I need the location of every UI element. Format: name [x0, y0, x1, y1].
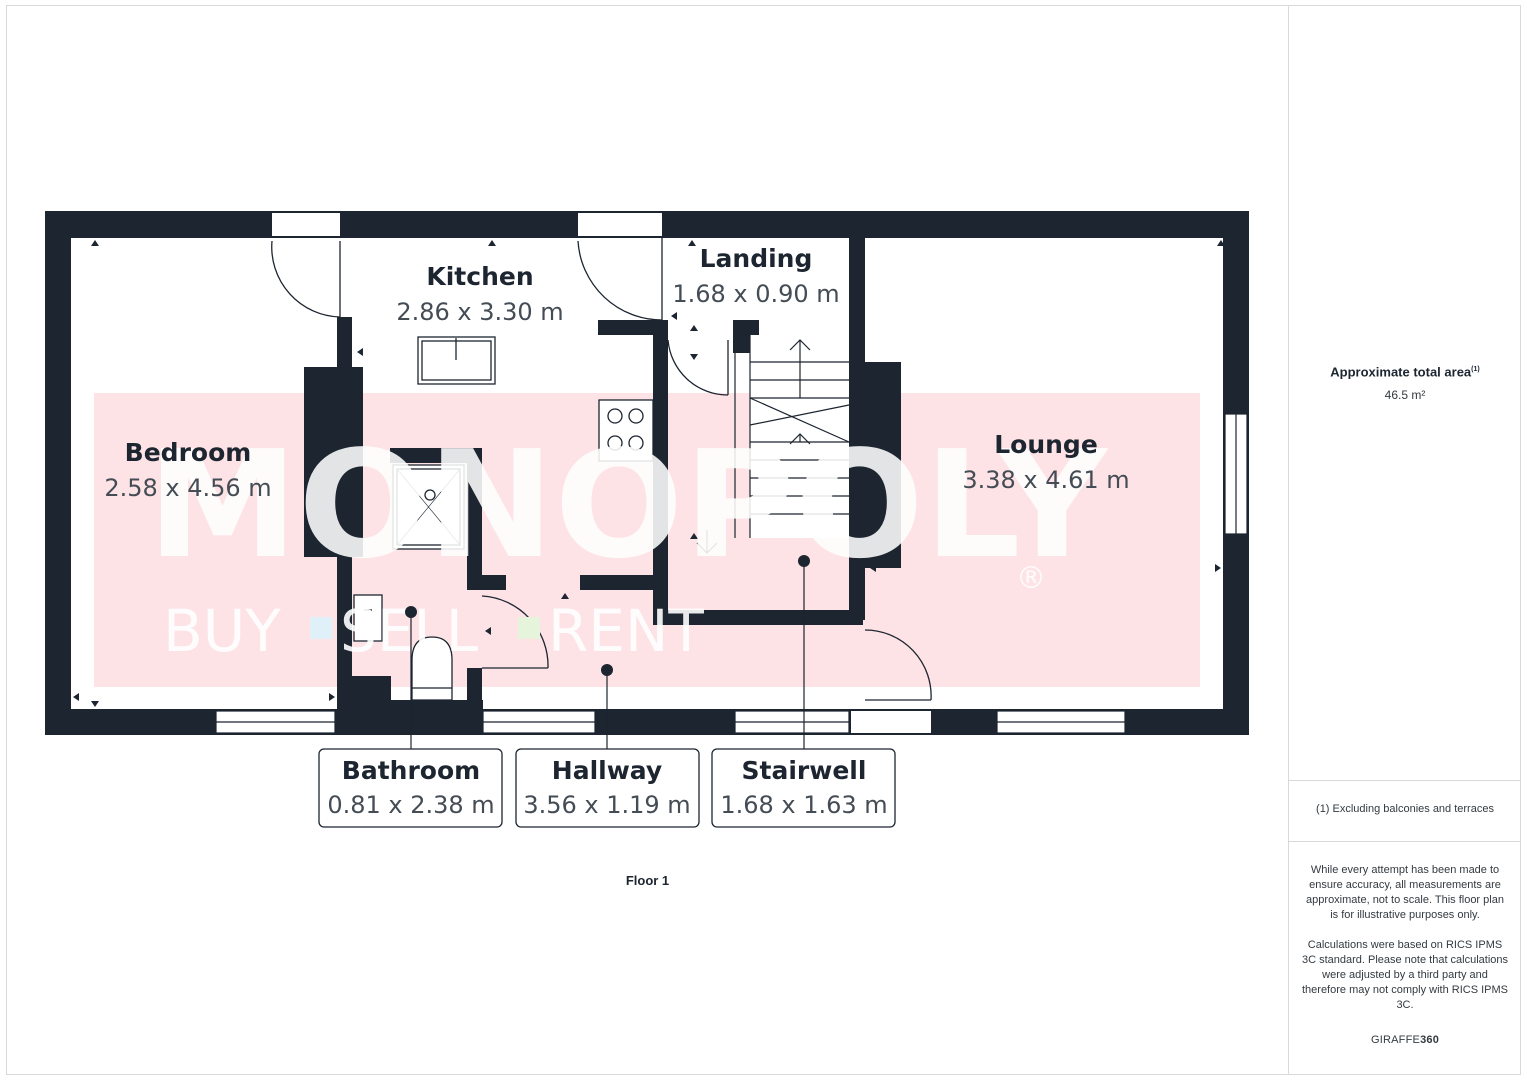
watermark-square-blue: [310, 617, 332, 639]
hallway-dims: 3.56 x 1.19 m: [523, 791, 690, 819]
sidebar-divider: [1289, 780, 1521, 781]
watermark-brand: MONOPOLY: [147, 419, 1109, 591]
disclaimer-calculation: Calculations were based on RICS IPMS 3C …: [1301, 939, 1509, 1011]
lounge-name: Lounge: [994, 430, 1098, 459]
floor-label: Floor 1: [625, 873, 670, 888]
callout-boxes: [318, 748, 896, 828]
footnote-text: (1) Excluding balconies and terraces: [1316, 803, 1494, 815]
hob: [598, 399, 654, 462]
lounge-dims: 3.38 x 4.61 m: [962, 466, 1129, 494]
watermark-word-rent: RENT: [548, 597, 704, 665]
stairwell-dims: 1.68 x 1.63 m: [720, 791, 887, 819]
area-footnote-marker: (1): [1471, 366, 1480, 373]
staircase: [696, 335, 850, 554]
sidebar-divider: [1289, 841, 1521, 842]
bedroom-dims: 2.58 x 4.56 m: [104, 474, 271, 502]
watermark-word-buy: BUY: [163, 597, 281, 665]
stairwell-name: Stairwell: [742, 756, 867, 785]
dimension-markers: [73, 240, 1225, 707]
bedroom-name: Bedroom: [125, 438, 252, 467]
area-title-text: Approximate total area: [1330, 364, 1472, 380]
sidebar: Approximate total area(1) 46.5 m² (1) Ex…: [1288, 5, 1521, 1075]
interior-walls: [304, 238, 901, 711]
bathroom-dims: 0.81 x 2.38 m: [327, 791, 494, 819]
area-title: Approximate total area(1): [1301, 362, 1509, 379]
watermark-square-green: [518, 617, 540, 639]
toilet: [411, 636, 453, 701]
brand-suffix: 360: [1420, 1034, 1440, 1046]
basin: [353, 594, 383, 642]
disclaimer-accuracy: While every attempt has been made to ens…: [1306, 864, 1504, 921]
fixtures: [353, 336, 654, 701]
kitchen-dims: 2.86 x 3.30 m: [396, 298, 563, 326]
window-lines: [216, 414, 1237, 723]
doors: [271, 238, 932, 701]
floor-plan: MONOPOLY ® BUY SELL RENT Kitchen 2.86 x …: [45, 211, 1249, 828]
callout-leaders: [410, 561, 805, 749]
kitchen-name: Kitchen: [426, 262, 533, 291]
hallway-name: Hallway: [552, 756, 662, 785]
giraffe360-logo: GIRAFFE360: [1301, 1033, 1509, 1048]
area-value: 46.5 m²: [1384, 388, 1426, 402]
brand-prefix: GIRAFFE: [1370, 1034, 1421, 1046]
page-frame: [6, 5, 1521, 1075]
watermark-registered-mark: ®: [1016, 561, 1046, 596]
bathroom-name: Bathroom: [342, 756, 480, 785]
landing-dims: 1.68 x 0.90 m: [672, 280, 839, 308]
landing-name: Landing: [700, 244, 813, 273]
callout-dots: [405, 555, 810, 676]
